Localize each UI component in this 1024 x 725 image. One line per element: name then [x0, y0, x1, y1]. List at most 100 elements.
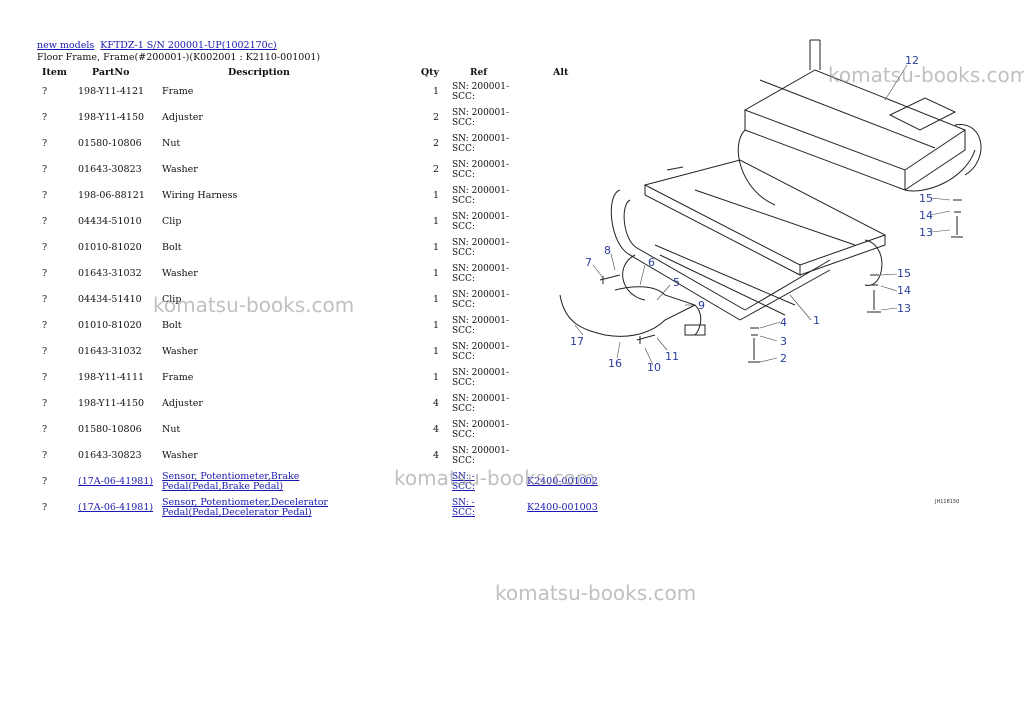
row-qty: 1 — [432, 190, 439, 201]
watermark-bottom: komatsu-books.com — [495, 581, 697, 605]
callout-3: 3 — [780, 335, 787, 348]
row-ref-sn: SN: 200001- — [452, 238, 510, 248]
row-ref: SN: 200001-SCC: — [452, 183, 527, 209]
row-ref-sn: SN: 200001- — [452, 342, 510, 352]
rear-hoop-right — [904, 149, 976, 192]
row-alt[interactable]: K2400-001002 — [527, 476, 598, 487]
row-ref: SN: 200001-SCC: — [452, 79, 527, 105]
row-item: ? — [42, 190, 48, 201]
row-item: ? — [42, 398, 48, 409]
row-qty: 1 — [432, 216, 439, 227]
row-ref-sn: SN: - — [452, 472, 475, 482]
row-ref-scc: SCC: — [452, 170, 475, 180]
row-ref-text: SN: 200001-SCC: — [452, 290, 509, 310]
parts-diagram: 12 15 14 13 15 14 13 8 7 6 5 9 4 1 3 2 1… — [559, 39, 982, 505]
row-partno: 01643-31032 — [78, 268, 142, 279]
col-header-description: Description — [228, 67, 290, 78]
row-ref-text[interactable]: SN: -SCC: — [452, 472, 475, 492]
row-description[interactable]: Sensor, Potentiometer,Brake Pedal(Pedal,… — [162, 471, 300, 492]
row-partno: 01643-30823 — [78, 164, 142, 175]
callout-13-lower: 13 — [897, 302, 911, 315]
row-description: Washer — [162, 346, 198, 357]
callout-8: 8 — [604, 244, 611, 257]
mid-frame-bottom — [654, 244, 796, 316]
row-partno: 198-06-88121 — [78, 190, 145, 201]
row-ref-scc: SCC: — [452, 300, 475, 310]
row-ref-text: SN: 200001-SCC: — [452, 368, 509, 388]
row-partno: 198-Y11-4150 — [78, 398, 145, 409]
row-ref-scc: SCC: — [452, 456, 475, 466]
breadcrumb: new models KFTDZ-1 S/N 200001-UP(1002170… — [37, 40, 280, 51]
rear-frame-front — [744, 110, 906, 191]
harness-connector — [684, 324, 706, 336]
rear-hoop-end — [954, 124, 982, 176]
adjuster-rear — [867, 274, 881, 313]
row-description: Washer — [162, 268, 198, 279]
row-ref-text: SN: 200001-SCC: — [452, 264, 509, 284]
row-item: ? — [42, 86, 48, 97]
row-alt[interactable]: K2400-001003 — [527, 502, 598, 513]
front-hoop — [622, 254, 646, 301]
row-qty: 1 — [432, 268, 439, 279]
wiring-harness-branch — [614, 286, 702, 336]
row-ref-scc: SCC: — [452, 482, 475, 492]
row-ref-scc: SCC: — [452, 326, 475, 336]
row-ref-sn: SN: - — [452, 498, 475, 508]
row-partno[interactable]: (17A-06-41981) — [78, 502, 154, 513]
drawing-code: JH118150 — [934, 499, 959, 505]
row-ref-text[interactable]: SN: -SCC: — [452, 498, 475, 518]
callout-2: 2 — [780, 352, 787, 365]
row-item: ? — [42, 294, 48, 305]
row-ref-scc: SCC: — [452, 378, 475, 388]
row-ref-sn: SN: 200001- — [452, 212, 510, 222]
row-partno[interactable]: (17A-06-41981) — [78, 476, 154, 487]
row-ref: SN: 200001-SCC: — [452, 391, 527, 417]
row-ref: SN: 200001-SCC: — [452, 339, 527, 365]
callout-11: 11 — [665, 350, 679, 363]
row-ref-text: SN: 200001-SCC: — [452, 238, 509, 258]
row-ref-text: SN: 200001-SCC: — [452, 316, 509, 336]
breadcrumb-link-new-models[interactable]: new models — [37, 40, 95, 51]
row-ref[interactable]: SN: -SCC: — [452, 469, 527, 495]
callout-5: 5 — [673, 276, 680, 289]
row-description: Frame — [162, 372, 194, 383]
mid-hoop-left — [610, 189, 741, 321]
row-description[interactable]: Sensor, Potentiometer,Decelerator Pedal(… — [162, 497, 328, 518]
row-ref: SN: 200001-SCC: — [452, 287, 527, 313]
mid-hoop-left-inner — [623, 199, 746, 311]
row-qty: 1 — [432, 320, 439, 331]
rear-hoop — [737, 129, 776, 206]
wiring-harness — [559, 294, 696, 337]
row-ref-scc: SCC: — [452, 144, 475, 154]
rear-frame-rail — [759, 79, 936, 149]
row-partno: 01580-10806 — [78, 138, 142, 149]
breadcrumb-link-model[interactable]: KFTDZ-1 S/N 200001-UP(1002170c) — [100, 40, 277, 51]
row-ref: SN: 200001-SCC: — [452, 235, 527, 261]
row-ref-sn: SN: 200001- — [452, 394, 510, 404]
rear-frame-top — [743, 69, 967, 171]
row-description: Washer — [162, 164, 198, 175]
row-ref: SN: 200001-SCC: — [452, 313, 527, 339]
row-ref[interactable]: SN: -SCC: — [452, 495, 527, 521]
callout-13-upper: 13 — [919, 226, 933, 239]
row-ref-text: SN: 200001-SCC: — [452, 82, 509, 102]
row-description: Frame — [162, 86, 194, 97]
row-qty: 1 — [432, 372, 439, 383]
row-ref-sn: SN: 200001- — [452, 446, 510, 456]
row-item: ? — [42, 372, 48, 383]
row-ref-sn: SN: 200001- — [452, 420, 510, 430]
row-ref-scc: SCC: — [452, 196, 475, 206]
row-item: ? — [42, 112, 48, 123]
callout-9: 9 — [698, 299, 705, 312]
row-ref: SN: 200001-SCC: — [452, 209, 527, 235]
col-header-partno: PartNo — [92, 67, 130, 78]
mid-crossbar — [739, 259, 831, 321]
row-ref-text: SN: 200001-SCC: — [452, 420, 509, 440]
